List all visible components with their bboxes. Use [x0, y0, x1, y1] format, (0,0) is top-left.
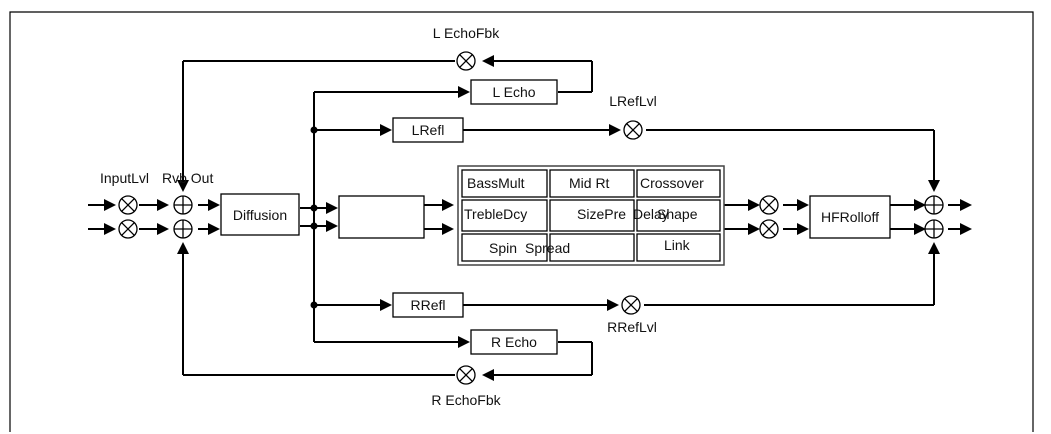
param-crossover: Crossover [640, 175, 704, 191]
r-ref-lvl-label: RRefLvl [607, 319, 657, 335]
param-sizepre: SizePre [577, 206, 626, 222]
input-summer-left [173, 195, 193, 215]
diffusion-block [220, 193, 300, 236]
hf-rolloff-block [809, 195, 891, 239]
diffusion-label: Diffusion [233, 207, 287, 223]
parameter-grid: BassMult Mid Rt Crossover TrebleDcy Size… [457, 165, 725, 266]
l-echo-block [470, 79, 558, 105]
diagram-frame [9, 11, 1034, 432]
r-echo-fbk-label: R EchoFbk [431, 392, 501, 408]
r-refl-label: RRefl [410, 297, 445, 313]
r-echo-label: R Echo [491, 334, 537, 350]
param-trebledcy: TrebleDcy [464, 206, 527, 222]
l-ref-lvl-label: LRefLvl [609, 93, 656, 109]
param-link: Link [664, 237, 691, 253]
r-echo-feedback-multiplier [456, 365, 476, 385]
signal-wires [88, 60, 962, 376]
l-refl-level-multiplier [623, 120, 643, 140]
r-refl-block [392, 292, 464, 318]
l-echo-fbk-label: L EchoFbk [433, 25, 500, 41]
param-shape: Shape [657, 206, 698, 222]
output-multiplier-left [759, 195, 779, 215]
input-summer-right [173, 219, 193, 239]
input-lvl-label: InputLvl [100, 170, 149, 186]
output-multiplier-right [759, 219, 779, 239]
param-spin: Spin [489, 240, 517, 256]
r-echo-block [470, 329, 558, 355]
param-mid-rt: Mid Rt [569, 175, 610, 191]
output-summer-right [924, 219, 944, 239]
junction-dots [310, 126, 318, 309]
arrowheads [104, 55, 972, 381]
l-refl-block [392, 117, 464, 143]
l-echo-feedback-multiplier [456, 51, 476, 71]
r-refl-level-multiplier [621, 295, 641, 315]
l-refl-label: LRefl [412, 122, 445, 138]
input-multiplier-left [118, 195, 138, 215]
param-delay: Delay [633, 206, 669, 222]
hf-rolloff-label: HFRolloff [821, 209, 879, 225]
input-multiplier-right [118, 219, 138, 239]
param-bassmult: BassMult [467, 175, 525, 191]
reverb-core-block [338, 195, 425, 239]
rvb-out-label: Rvb Out [162, 170, 213, 186]
output-summer-left [924, 195, 944, 215]
l-echo-label: L Echo [492, 84, 535, 100]
param-spread: Spread [525, 240, 570, 256]
